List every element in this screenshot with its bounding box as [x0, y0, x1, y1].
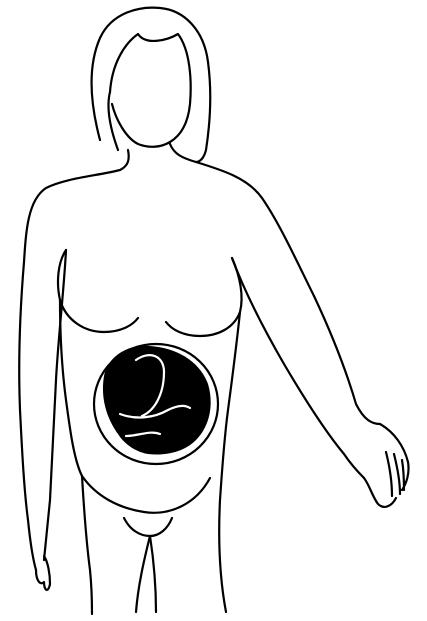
right-breast [166, 258, 242, 336]
left-breast [58, 250, 138, 332]
right-hand [364, 424, 409, 507]
right-arm-outer [314, 296, 380, 424]
torso-left [60, 300, 82, 476]
left-arm-inner [44, 250, 66, 560]
inner-leg-left [136, 536, 150, 612]
fetus-in-womb-icon [103, 346, 211, 455]
belly-curve [82, 476, 210, 513]
neck-right [170, 144, 314, 296]
left-arm-outer [19, 262, 36, 570]
left-leg [82, 476, 92, 614]
left-hand [36, 556, 50, 590]
hair-strand [108, 92, 118, 150]
face-outline [110, 34, 191, 147]
hair-outline [92, 8, 211, 162]
pubic-line [124, 518, 172, 536]
inner-leg-right [150, 536, 156, 612]
neck-left [24, 150, 129, 262]
torso-right [219, 312, 240, 612]
